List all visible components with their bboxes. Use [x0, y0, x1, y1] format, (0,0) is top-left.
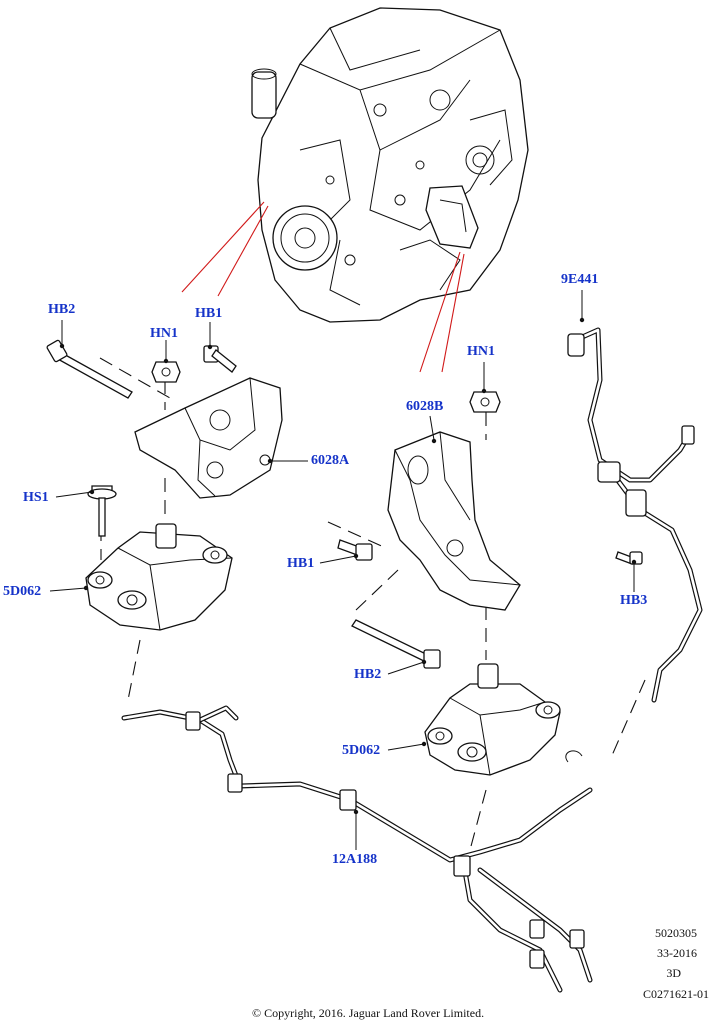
copyright-notice: © Copyright, 2016. Jaguar Land Rover Lim… [252, 1006, 485, 1020]
nut-hn1-left [151, 361, 181, 383]
callout-hn1-right: HN1 [467, 344, 495, 359]
bracket-6028b [387, 431, 521, 611]
bracket-6028a [134, 377, 283, 499]
hose-9e441 [567, 327, 703, 703]
reference-number: 5020305 [655, 926, 697, 940]
callout-hb2-left: HB2 [48, 302, 76, 317]
illustration-code: C0271621-01 [643, 987, 709, 1001]
callout-5d062-left: 5D062 [3, 584, 42, 599]
reference-date: 33-2016 [657, 946, 697, 960]
callout-hn1-left: HN1 [150, 326, 178, 341]
bolt-hb1-right [337, 539, 373, 561]
callout-5d062-right: 5D062 [342, 743, 381, 758]
highlight-lines [181, 201, 465, 373]
harness-12a188 [121, 705, 593, 993]
nut-hn1-right [469, 391, 501, 413]
bolt-hb2-right [351, 619, 441, 669]
callout-hs1: HS1 [23, 490, 49, 505]
callout-hb1-left: HB1 [195, 306, 223, 321]
callout-6028a: 6028A [311, 453, 350, 468]
callout-hb2-right: HB2 [354, 667, 382, 682]
callout-6028b: 6028B [406, 399, 444, 414]
leader-lines [49, 290, 637, 850]
assembly-dashed-lines [99, 357, 646, 851]
callout-hb3: HB3 [620, 593, 648, 608]
bolt-hb2-left [46, 339, 133, 399]
bolt-hb3 [615, 551, 643, 565]
mount-5d062-left [85, 523, 233, 631]
callout-12a188: 12A188 [332, 852, 378, 867]
callout-hb1-right: HB1 [287, 556, 315, 571]
callout-9e441: 9E441 [561, 272, 599, 287]
reference-view: 3D [666, 966, 681, 980]
bolt-hb1-left [203, 345, 237, 373]
engine-block [251, 7, 529, 323]
mount-5d062-right [424, 663, 561, 776]
